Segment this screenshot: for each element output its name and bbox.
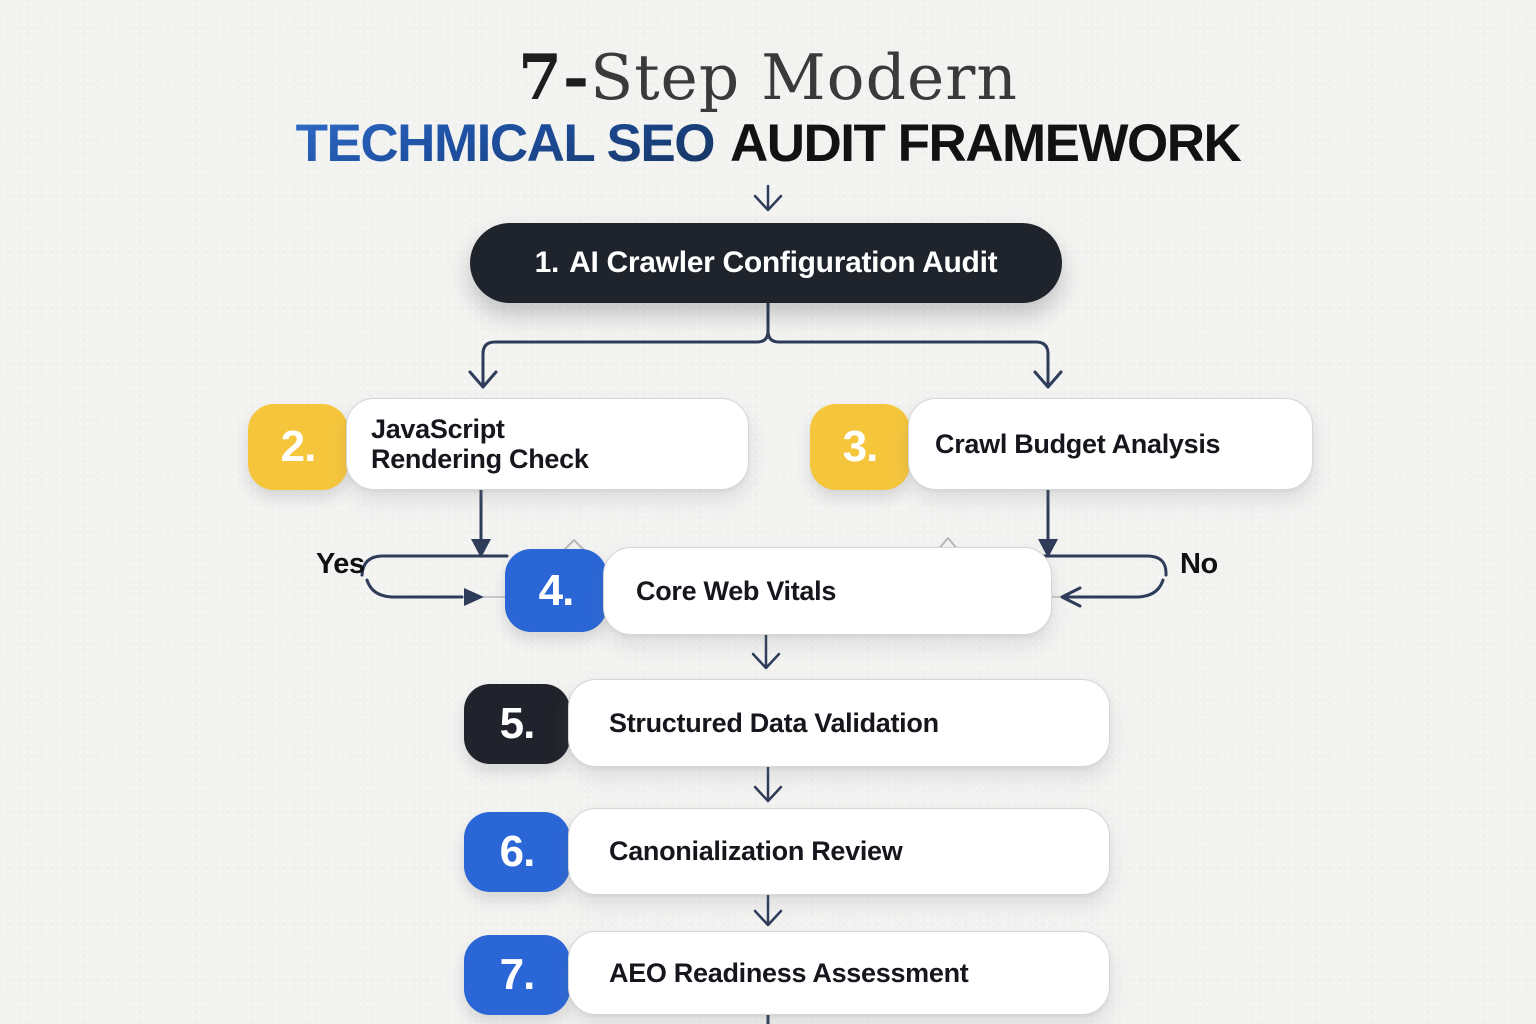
step-1-label: AI Crawler Configuration Audit xyxy=(569,246,998,279)
step-2-label: JavaScript Rendering Check xyxy=(371,413,589,474)
step-1-number: 1. xyxy=(534,246,560,279)
step-3-label: Crawl Budget Analysis xyxy=(935,428,1221,459)
title-line-1: 7-Step Modern xyxy=(0,44,1536,111)
step-7-label: AEO Readiness Assessment xyxy=(609,957,969,988)
step-5-card: Structured Data Validation xyxy=(568,679,1110,767)
title-suffix: AUDIT FRAMEWORK xyxy=(729,114,1242,174)
step-3-card: Crawl Budget Analysis xyxy=(908,398,1313,490)
brace-yes xyxy=(360,554,509,577)
step-4-number: 4. xyxy=(538,565,575,615)
step-6-number: 6. xyxy=(499,827,536,876)
arrow-title-to-step1 xyxy=(753,184,783,212)
step-1-node: 1. AI Crawler Configuration Audit xyxy=(470,223,1062,303)
step-2-number: 2. xyxy=(280,422,317,471)
arrow-yes-head xyxy=(464,588,484,606)
step-4-label: Core Web Vitals xyxy=(636,575,837,606)
step-7-card: AEO Readiness Assessment xyxy=(568,931,1110,1015)
step-5-number: 5. xyxy=(499,699,536,748)
step-3-badge: 3. xyxy=(810,404,910,490)
step-6-label: Canonialization Review xyxy=(609,836,903,867)
arrow-step5-to-step6 xyxy=(753,764,783,803)
step-2-card: JavaScript Rendering Check xyxy=(346,398,749,490)
title-highlight: TECHMICAL SEO xyxy=(295,114,716,174)
step-5-badge: 5. xyxy=(464,684,570,764)
branch-label-no: No xyxy=(1180,548,1218,580)
branch-label-yes: Yes xyxy=(316,548,365,580)
step-5-label: Structured Data Validation xyxy=(609,707,939,738)
step-6-badge: 6. xyxy=(464,812,570,892)
arrow-yes-into-step4 xyxy=(365,578,464,599)
step-4-card: Core Web Vitals xyxy=(603,547,1052,635)
step-4-badge: 4. xyxy=(505,549,607,632)
arrow-step6-to-step7 xyxy=(753,892,783,927)
arrow-step1-branch-right xyxy=(766,301,1063,389)
arrow-step1-branch-left xyxy=(468,301,770,389)
step-7-number: 7. xyxy=(499,950,536,999)
arrow-step4-to-step5 xyxy=(751,632,781,670)
step-6-card: Canonialization Review xyxy=(568,808,1110,895)
step-7-badge: 7. xyxy=(464,935,570,1015)
title-step-count: 7- xyxy=(518,40,591,114)
arrow-no-into-step4 xyxy=(1060,578,1165,608)
step-2-badge: 2. xyxy=(248,404,348,490)
step-3-number: 3. xyxy=(842,422,879,471)
arrow-step2-down-head xyxy=(471,539,491,558)
title-step-rest: Step Modern xyxy=(590,41,1018,114)
